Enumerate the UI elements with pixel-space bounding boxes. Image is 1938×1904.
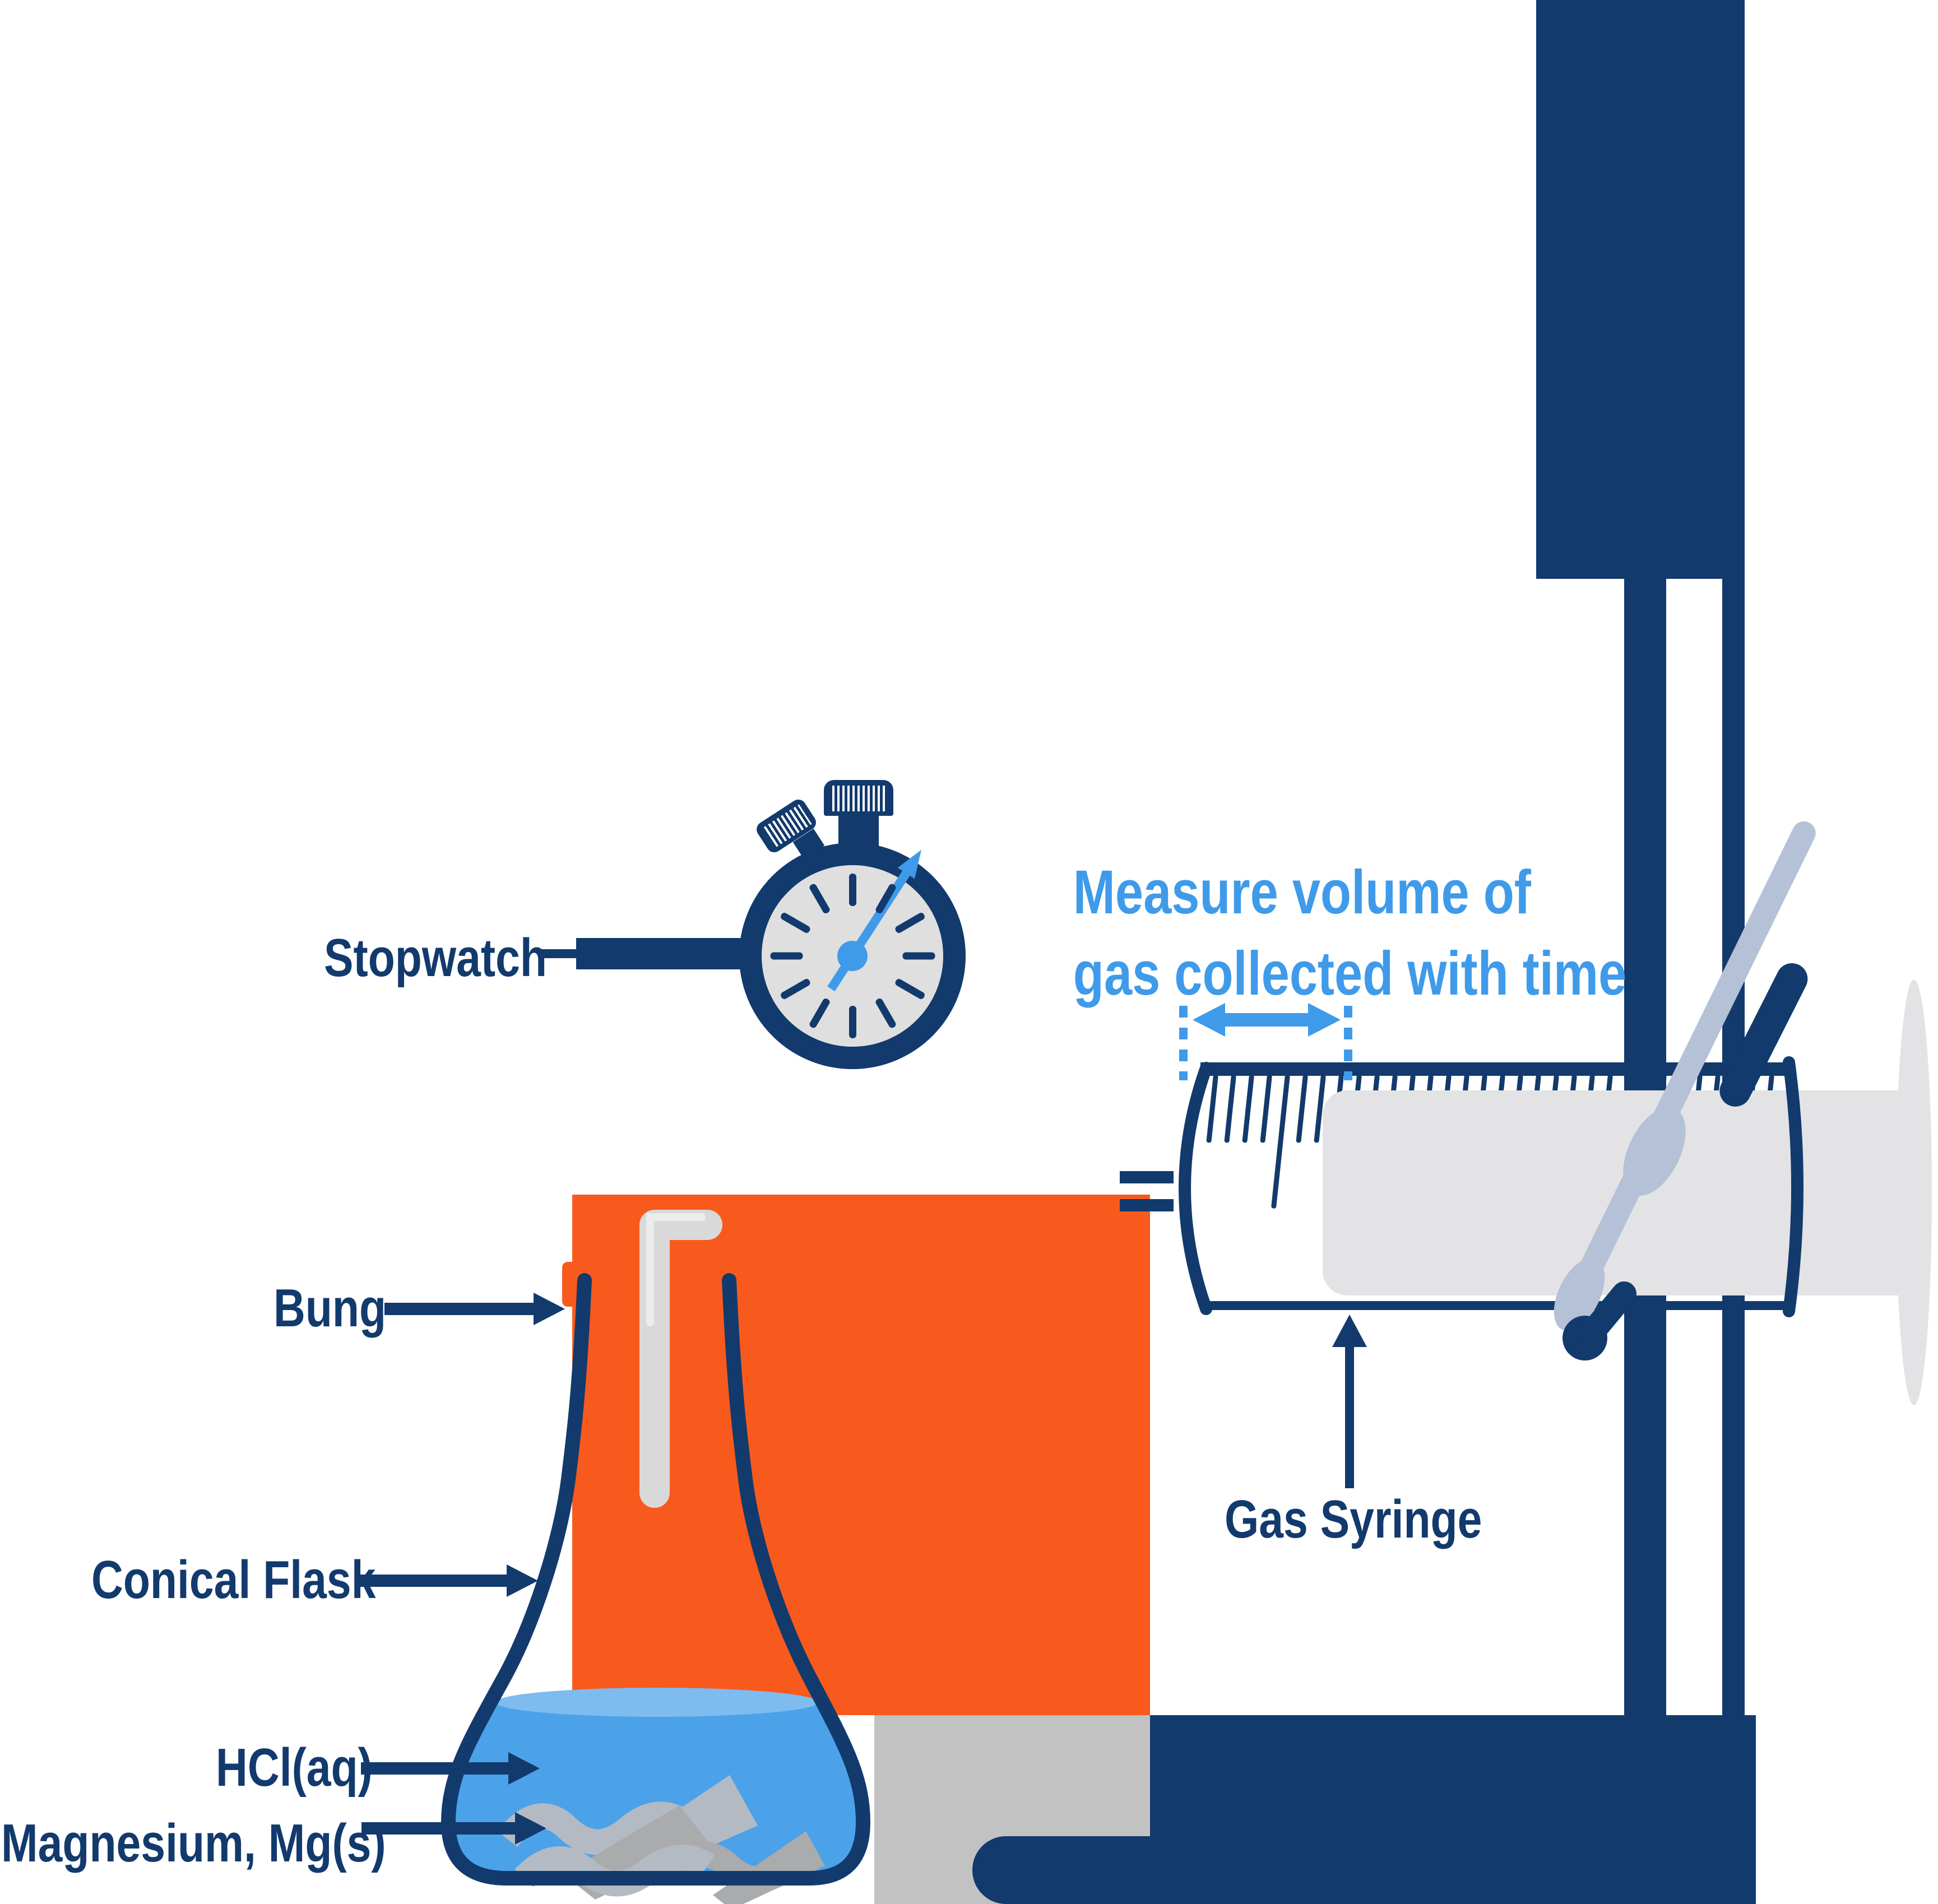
- stopwatch-dial-tick: [779, 911, 812, 935]
- stand-base-foot: [972, 1836, 1320, 1904]
- gas-syringe-arrow-head: [1332, 1315, 1367, 1347]
- stopwatch-crown-hatch: [829, 786, 888, 811]
- stopwatch-dial-tick: [874, 997, 897, 1029]
- flask-outline: [441, 1273, 871, 1886]
- delivery-tube-highlight: [646, 1213, 706, 1326]
- magnesium-ribbon: [713, 1831, 825, 1904]
- stopwatch-dial-tick: [893, 977, 926, 1001]
- double-arrow: [1193, 1003, 1341, 1037]
- stopwatch-center-dot: [837, 941, 868, 971]
- stopwatch-connector-thick: [576, 938, 746, 969]
- magnesium-arrow-head: [515, 1812, 546, 1845]
- bung-arrow-shaft: [384, 1303, 536, 1315]
- stopwatch-dial-tick: [849, 1006, 856, 1038]
- syringe-right-end: [1783, 1056, 1803, 1317]
- syringe-nozzle: [1120, 1171, 1174, 1183]
- liquid-surface: [495, 1688, 818, 1717]
- stopwatch-dial-tick: [770, 952, 803, 960]
- label-magnesium: Magnesium, Mg(s): [1, 1813, 386, 1873]
- stand-rod-main: [1624, 0, 1666, 1904]
- gas-syringe-arrow-shaft: [1345, 1345, 1354, 1488]
- syringe-plunger-disc: [1896, 979, 1932, 1405]
- hcl-arrow-head: [508, 1752, 540, 1785]
- stopwatch-dial-tick: [779, 977, 812, 1001]
- stopwatch-dial: [739, 843, 966, 1069]
- arrow-shaft: [1214, 1013, 1319, 1027]
- note-line-2: gas collected with time: [1073, 939, 1627, 1009]
- stopwatch-dial-tick: [893, 911, 926, 935]
- syringe-nozzle: [1120, 1199, 1174, 1211]
- note-line-1: Measure volume of: [1073, 858, 1531, 927]
- stopwatch-icon: [739, 780, 966, 1069]
- hcl-arrow-shaft: [361, 1762, 511, 1775]
- syringe-barrel-bottom-edge: [1203, 1301, 1795, 1310]
- stopwatch-dial-tick: [808, 997, 831, 1029]
- label-stopwatch: Stopwatch: [324, 928, 547, 988]
- delivery-tube: [639, 1210, 722, 1508]
- flask-arrow-shaft: [355, 1575, 509, 1587]
- arrow-right-head: [1308, 1003, 1341, 1037]
- dotted-line-left: [1179, 1006, 1188, 1080]
- label-hcl: HCl(aq): [216, 1738, 373, 1798]
- stopwatch-dial-tick: [849, 874, 856, 906]
- stopwatch-dial-tick: [902, 952, 935, 960]
- stopwatch-connector-thin: [539, 949, 578, 958]
- dotted-line-right: [1344, 1006, 1352, 1080]
- label-bung: Bung: [273, 1278, 387, 1338]
- flask-arrow-head: [507, 1564, 538, 1597]
- stopwatch-crown: [824, 780, 893, 816]
- bung-arrow-head: [534, 1293, 565, 1325]
- label-gas-syringe: Gas Syringe: [1225, 1489, 1482, 1549]
- label-conical-flask: Conical Flask: [91, 1550, 376, 1610]
- magnesium-arrow-shaft: [361, 1822, 517, 1835]
- measure-volume-note: Measure volume of gas collected with tim…: [1073, 852, 1627, 1014]
- syringe-left-end: [1179, 1062, 1212, 1315]
- stopwatch-dial-tick: [808, 883, 831, 915]
